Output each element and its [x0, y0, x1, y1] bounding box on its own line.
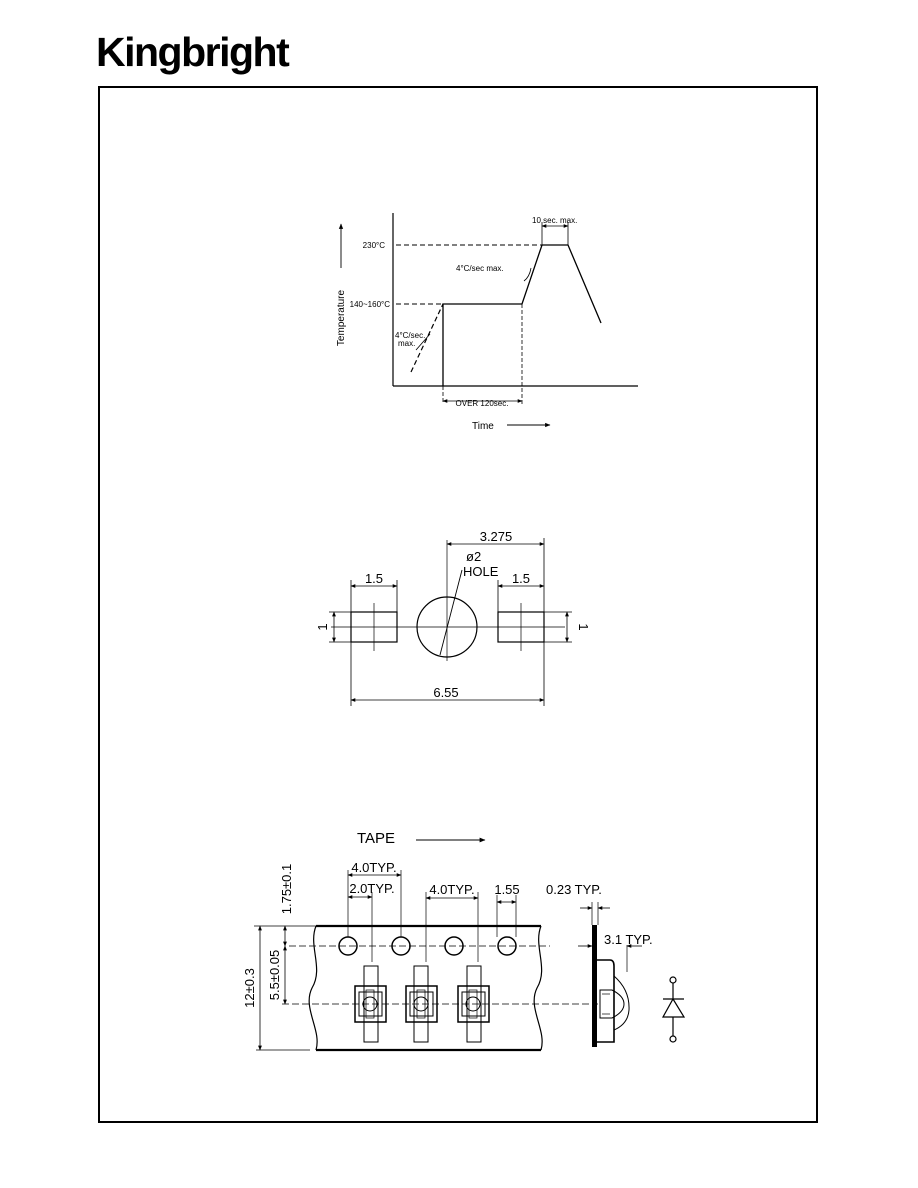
preheat-temp-label: 140~160°C: [350, 300, 391, 309]
pad-layout: [329, 538, 572, 706]
dim-edge-to-hole: 1.75±0.1: [279, 864, 294, 915]
pocket-1: [354, 965, 387, 1043]
preheat-time-label: OVER 120sec.: [456, 399, 509, 408]
initial-rate-label: 4°C/sec.: [395, 331, 425, 340]
reflow-initial-ramp: [410, 303, 444, 373]
dim-pad-height-right: 1: [576, 623, 591, 630]
brand-logo: Kingbright: [96, 29, 290, 75]
tape-side-profile: [578, 902, 642, 1047]
carrier-tape: [254, 870, 598, 1052]
dim-3-275: 3.275: [480, 529, 513, 544]
dim-tape-width: 12±0.3: [242, 968, 257, 1008]
dim-thickness: 0.23 TYP.: [546, 882, 602, 897]
dim-6-55: 6.55: [433, 685, 458, 700]
dim-pitch-half: 2.0TYP.: [349, 881, 394, 896]
dim-hole-to-center: 5.5±0.05: [267, 950, 282, 1001]
hole-label: HOLE: [463, 564, 499, 579]
peak-temp-label: 230°C: [363, 241, 386, 250]
hole-diameter-label: ø2: [466, 549, 481, 564]
dim-pad-left-width: 1.5: [365, 571, 383, 586]
sprocket-hole: [444, 936, 464, 956]
dim-hole-diameter: 1.55: [494, 882, 519, 897]
time-axis-label: Time: [472, 421, 494, 432]
temperature-axis-label: Temperature: [336, 289, 347, 346]
dim-depth: 3.1 TYP.: [604, 932, 653, 947]
diode-icon: [661, 976, 686, 1043]
dim-pitch-outer: 4.0TYP.: [351, 860, 396, 875]
dim-pad-right-width: 1.5: [512, 571, 530, 586]
pocket-3: [457, 965, 490, 1043]
reflow-curve: [442, 244, 602, 386]
peak-time-label: 10 sec. max.: [532, 216, 577, 225]
pocket-2: [405, 965, 438, 1043]
dim-pitch-pocket: 4.0TYP.: [429, 882, 474, 897]
reflow-profile: [338, 213, 638, 428]
dim-pad-height-left: 1: [315, 623, 330, 630]
initial-rate-label-2: max.: [398, 339, 415, 348]
ramp-rate-label: 4°C/sec max.: [456, 264, 504, 273]
tape-title: TAPE: [357, 830, 395, 847]
sprocket-hole: [497, 936, 517, 956]
drawing-frame: [98, 86, 818, 1123]
